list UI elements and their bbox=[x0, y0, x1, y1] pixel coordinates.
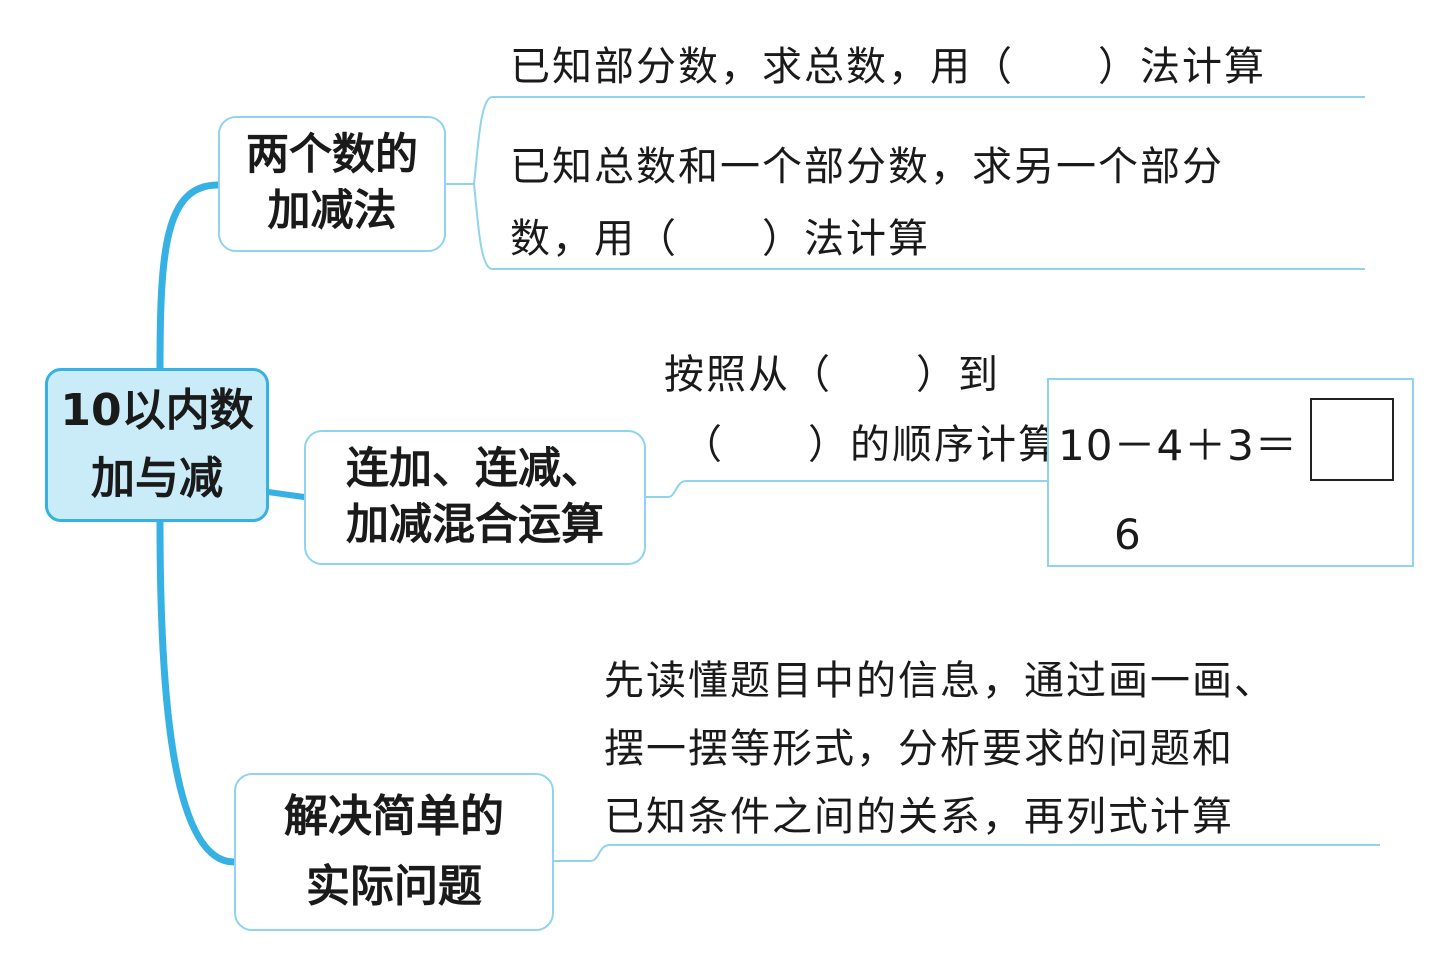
root-title-line1: 10以内数 bbox=[60, 384, 254, 436]
branch-1-title-line1: 两个数的 bbox=[246, 130, 418, 181]
branch-3-connector bbox=[554, 844, 1380, 862]
branch-1-item-1: 已知部分数，求总数，用（ ）法计算 bbox=[510, 44, 1266, 90]
partial-result: 6 bbox=[1114, 510, 1141, 559]
example-expression: 10－4＋3＝ bbox=[1058, 421, 1298, 470]
trunk-to-branch-1 bbox=[156, 181, 222, 374]
branch-3-text-line2: 摆一摆等形式，分析要求的问题和 bbox=[604, 726, 1234, 772]
branch-1-item-2-line2: 数，用（ ）法计算 bbox=[510, 216, 930, 262]
example-box bbox=[1047, 378, 1414, 567]
branch-3-title-line2: 实际问题 bbox=[306, 861, 482, 912]
branch-2-title-line1: 连加、连减、 bbox=[346, 443, 604, 494]
root-title-line2: 加与减 bbox=[91, 453, 223, 504]
branch-node-two-number-add-sub[interactable]: 两个数的 加减法 bbox=[218, 116, 446, 252]
trunk-to-branch-3 bbox=[156, 518, 238, 866]
branch-node-practical-problems[interactable]: 解决简单的 实际问题 bbox=[234, 773, 554, 931]
branch-3-text-line3: 已知条件之间的关系，再列式计算 bbox=[604, 794, 1234, 840]
branch-1-item-2-line1: 已知总数和一个部分数，求另一个部分 bbox=[510, 144, 1224, 190]
trunk-to-branch-2 bbox=[265, 489, 307, 500]
branch-2-connector bbox=[646, 480, 1047, 498]
branch-1-fork bbox=[473, 96, 493, 270]
branch-3-text-line1: 先读懂题目中的信息，通过画一画、 bbox=[604, 658, 1276, 704]
answer-blank-box[interactable] bbox=[1310, 398, 1394, 481]
branch-2-rule-line2: （ ）的顺序计算 bbox=[682, 422, 1060, 468]
branch-3-title-line1: 解决简单的 bbox=[284, 790, 504, 842]
branch-2-title-line2: 加减混合运算 bbox=[346, 499, 604, 550]
branch-node-mixed-operations[interactable]: 连加、连减、 加减混合运算 bbox=[304, 430, 646, 565]
root-node[interactable]: 10以内数 加与减 bbox=[45, 368, 269, 522]
branch-1-title-line2: 加减法 bbox=[267, 186, 397, 236]
branch-2-rule-line1: 按照从（ ）到 bbox=[664, 352, 1000, 398]
